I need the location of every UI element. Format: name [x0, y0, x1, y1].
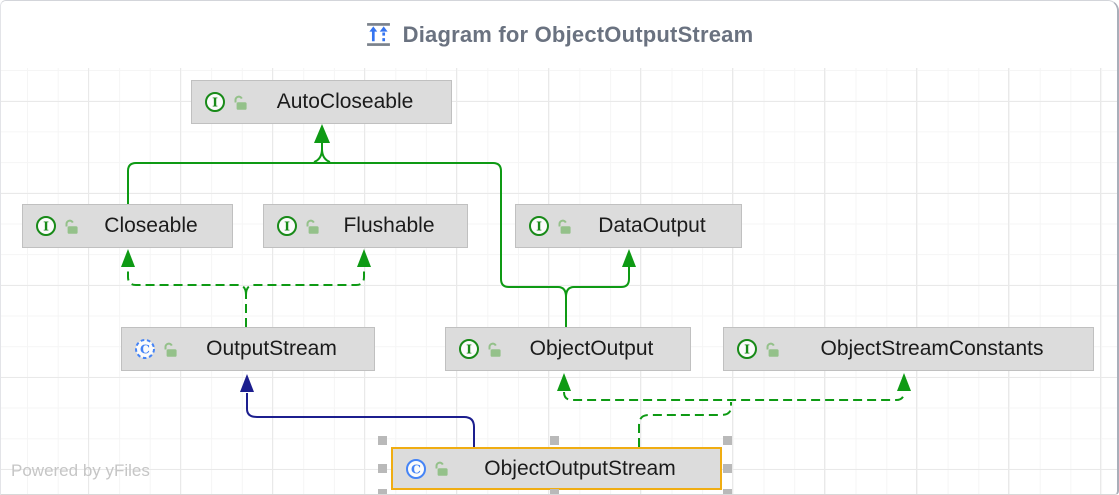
svg-text:I: I — [466, 342, 472, 357]
interface-icon: I — [458, 338, 480, 360]
unlock-icon — [486, 341, 503, 358]
abstract-class-icon: C — [134, 338, 156, 360]
selection-handle-e[interactable] — [723, 464, 732, 473]
page-title: Diagram for ObjectOutputStream — [402, 21, 754, 47]
svg-text:I: I — [43, 219, 49, 234]
hierarchy-arrows-icon — [366, 23, 390, 46]
node-label: ObjectOutputStream — [484, 456, 676, 480]
selection-handle-ne[interactable] — [723, 436, 732, 445]
edge-implements-outputstream[interactable] — [121, 249, 371, 327]
edge-extends-autocloseable[interactable] — [127, 124, 636, 327]
node-label: OutputStream — [206, 337, 337, 360]
selection-handle-n[interactable] — [550, 436, 559, 445]
interface-icon: I — [276, 215, 298, 237]
class-icon: C — [405, 458, 427, 480]
unlock-icon — [304, 218, 321, 235]
svg-text:I: I — [212, 95, 218, 110]
svg-text:C: C — [411, 461, 421, 476]
diagram-canvas[interactable] — [1, 68, 1117, 494]
node-label: AutoCloseable — [276, 90, 414, 113]
unlock-icon — [433, 460, 450, 477]
node-objectstreamconstants[interactable]: I ObjectStreamConstants — [723, 327, 1094, 371]
node-label: DataOutput — [598, 214, 706, 237]
node-objectoutputstream[interactable]: C ObjectOutputStream — [391, 447, 722, 490]
unlock-icon — [764, 341, 781, 358]
interface-icon: I — [35, 215, 57, 237]
node-label: Flushable — [343, 214, 435, 237]
yfiles-watermark: Powered by yFiles — [11, 461, 150, 480]
diagram-header: Diagram for ObjectOutputStream — [1, 1, 1117, 68]
interface-icon: I — [204, 91, 226, 113]
unlock-icon — [232, 94, 249, 111]
node-closeable[interactable]: I Closeable — [22, 204, 233, 248]
edge-extends-outputstream[interactable] — [240, 374, 475, 447]
node-objectoutput[interactable]: I ObjectOutput — [445, 327, 691, 371]
selection-handle-s[interactable] — [550, 489, 559, 494]
svg-text:I: I — [536, 219, 542, 234]
unlock-icon — [162, 341, 179, 358]
unlock-icon — [63, 218, 80, 235]
interface-icon: I — [528, 215, 550, 237]
node-label: ObjectOutput — [529, 337, 654, 360]
edge-implements-objectoutputstream[interactable] — [557, 373, 911, 447]
node-autocloseable[interactable]: I AutoCloseable — [191, 80, 452, 124]
node-flushable[interactable]: I Flushable — [263, 204, 468, 248]
node-label: ObjectStreamConstants — [820, 337, 1044, 360]
svg-text:C: C — [140, 342, 150, 357]
node-dataoutput[interactable]: I DataOutput — [515, 204, 742, 248]
node-label: Closeable — [104, 214, 198, 237]
svg-text:I: I — [284, 219, 290, 234]
interface-icon: I — [736, 338, 758, 360]
svg-text:I: I — [744, 342, 750, 357]
selection-handle-sw[interactable] — [378, 489, 387, 494]
selection-handle-nw[interactable] — [378, 436, 387, 445]
node-outputstream[interactable]: C OutputStream — [121, 327, 375, 371]
selection-handle-w[interactable] — [378, 464, 387, 473]
selection-handle-se[interactable] — [723, 489, 732, 494]
unlock-icon — [556, 218, 573, 235]
